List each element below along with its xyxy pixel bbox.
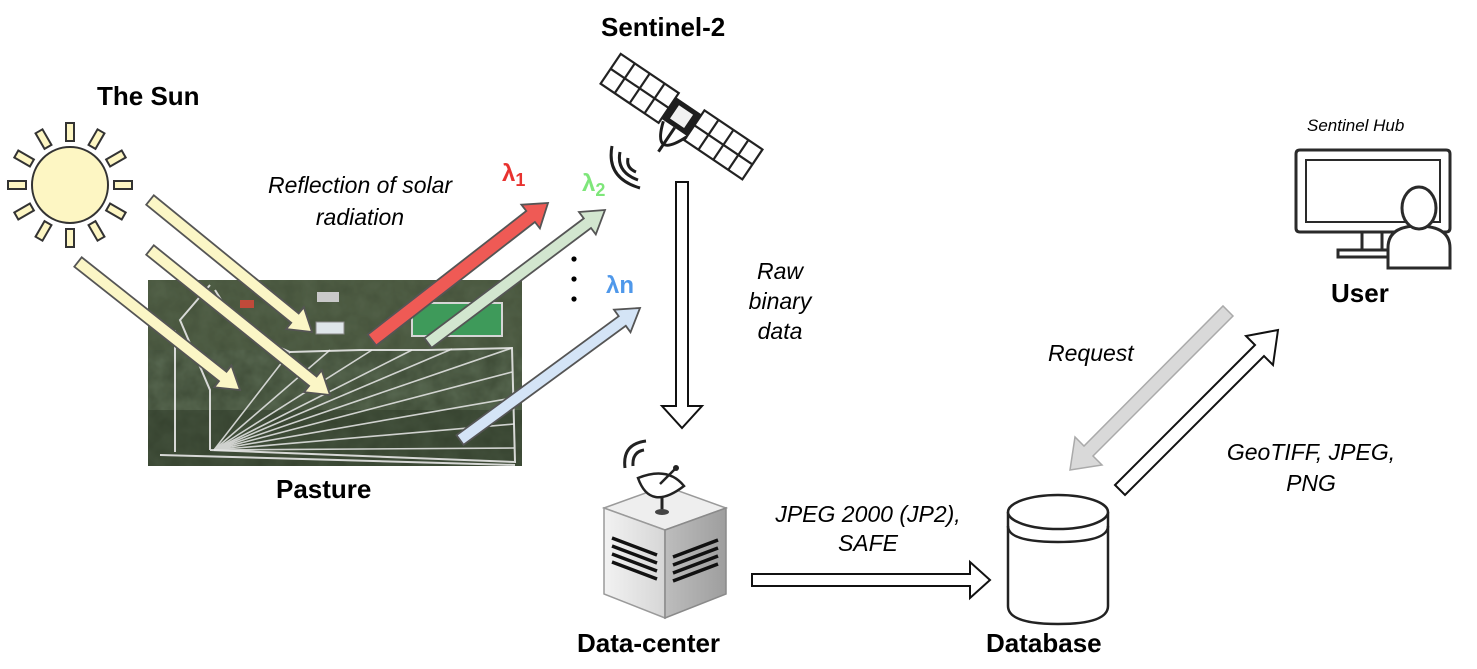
formats-line-2: PNG (1286, 470, 1336, 496)
sun-icon (7, 122, 133, 248)
raw-data-annotation: Raw binary data (730, 256, 830, 346)
reflection-arrow-lambda-n (455, 307, 642, 447)
reflection-arrow-lambda-1 (366, 202, 550, 347)
jp2-line-2: SAFE (837, 530, 899, 556)
database-icon (1006, 493, 1110, 626)
jp2-line-1: JPEG 2000 (JP2), (775, 501, 961, 527)
raw-line-2: binary (748, 288, 812, 314)
request-arrow (1069, 304, 1235, 471)
pasture-fence-line (213, 349, 413, 451)
formats-line-1: GeoTIFF, JPEG, (1226, 439, 1396, 465)
database-label: Database (986, 628, 1102, 658)
satellite-label: Sentinel-2 (601, 12, 726, 42)
sun-ray (87, 127, 106, 151)
solar-arrow (144, 194, 314, 334)
raw-line-3: data (757, 318, 803, 344)
reflection-line-2: radiation (315, 204, 405, 230)
sun-ray (65, 122, 75, 142)
pasture-fence-line (213, 348, 453, 451)
sun-ray (12, 149, 36, 168)
pasture-fence-line (213, 397, 513, 451)
sun-ray (34, 127, 53, 151)
lambda-1-label: λ1 (502, 160, 526, 190)
user-label: User (1331, 278, 1389, 308)
formats-annotation: GeoTIFF, JPEG, PNG (1198, 437, 1424, 499)
jp2-annotation: JPEG 2000 (JP2), SAFE (758, 500, 978, 558)
sun-ray (104, 202, 128, 221)
response-arrow (1113, 328, 1280, 497)
sentinel-hub-label: Sentinel Hub (1307, 116, 1405, 135)
solar-radiation-arrows (73, 194, 332, 397)
pasture-fence-line (213, 447, 515, 451)
sun-ray (34, 219, 53, 243)
pasture-fence-line (213, 347, 513, 451)
satellite-signal-icon (609, 145, 641, 190)
pasture-image (148, 280, 522, 466)
sun-ray (87, 219, 106, 243)
satellite-icon (599, 52, 765, 181)
solar-arrow (144, 244, 332, 397)
user-person-icon (1386, 185, 1452, 270)
datacenter-label: Data-center (577, 628, 721, 658)
solar-arrow (73, 256, 242, 392)
satellite-to-datacenter-arrow (659, 181, 705, 430)
reflection-annotation: Reflection of solar radiation (244, 169, 476, 233)
request-annotation: Request (1048, 340, 1134, 366)
pasture-fence-line (213, 349, 331, 451)
sun-ray (104, 149, 128, 168)
pasture-fence-line (213, 371, 513, 451)
pasture-fence-line (213, 351, 291, 451)
pasture-fence-line (213, 349, 373, 451)
sun-ray (12, 202, 36, 221)
reflection-line-1: Reflection of solar (267, 172, 453, 198)
datacenter-icon (601, 439, 729, 620)
lambda-n-label: λn (606, 272, 635, 299)
datacenter-dish-icon (623, 439, 686, 515)
sun-ray (7, 180, 27, 190)
reflection-arrow-lambda-2 (423, 208, 607, 350)
pasture-fence-line (213, 423, 515, 451)
sun-ray (65, 228, 75, 248)
reflection-arrows (366, 202, 642, 447)
raw-line-1: Raw (756, 258, 803, 284)
datacenter-to-database-arrow (751, 559, 992, 601)
sun-ray (113, 180, 133, 190)
ellipsis-dots (571, 256, 577, 302)
sun-label: The Sun (97, 81, 200, 111)
pasture-label: Pasture (276, 474, 372, 504)
lambda-2-label: λ2 (582, 170, 606, 200)
